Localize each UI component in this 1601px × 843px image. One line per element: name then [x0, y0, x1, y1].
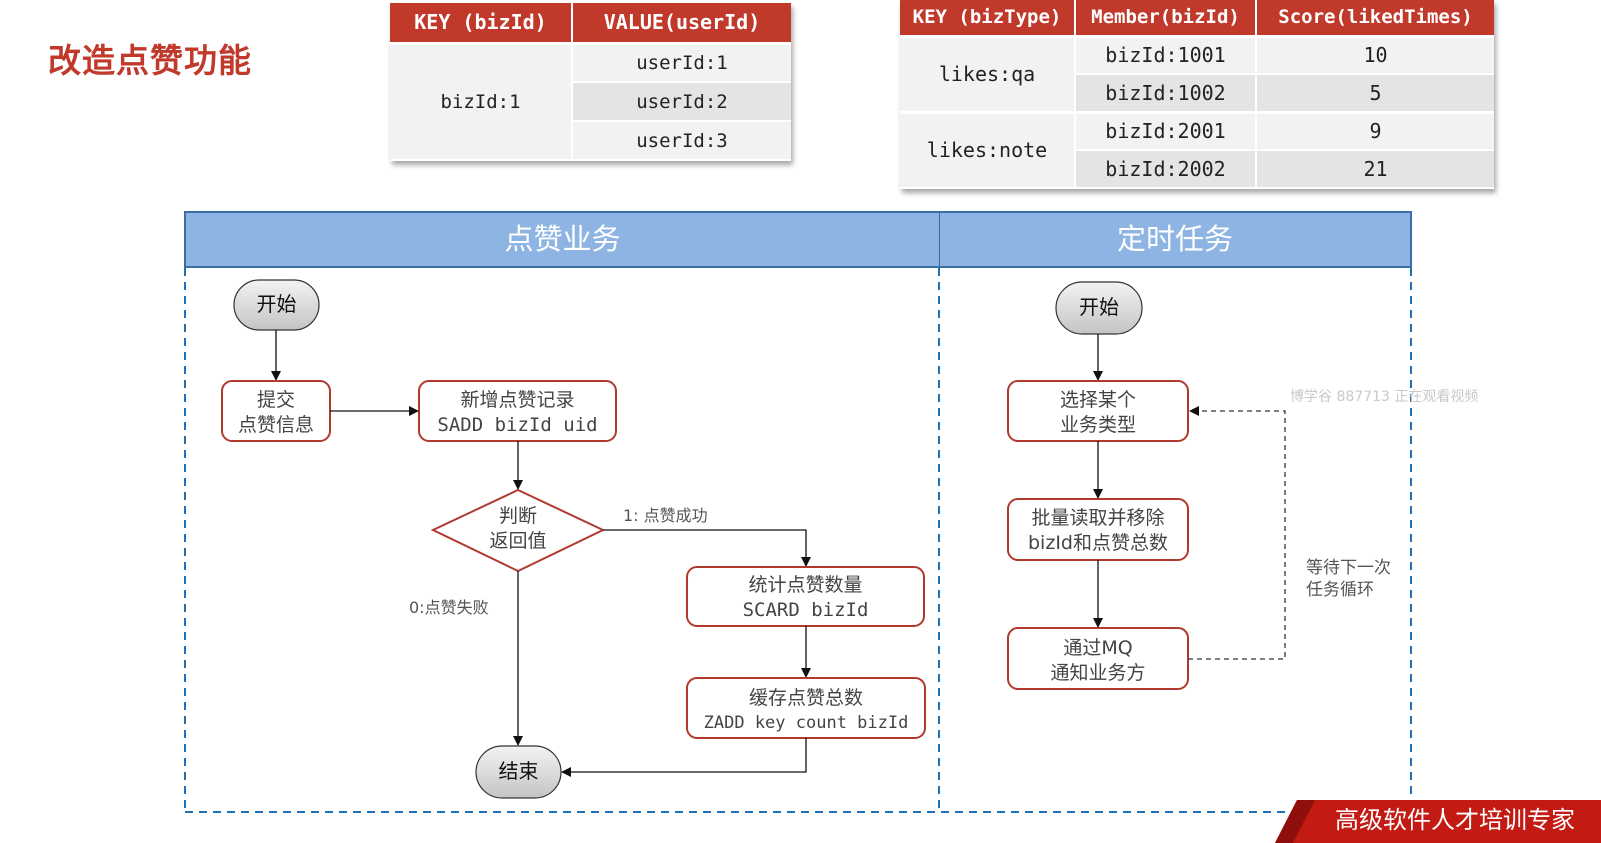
set-value-cell: userId:3: [572, 121, 791, 161]
success-edge-label: 1: 点赞成功: [623, 506, 708, 525]
footer-banner: 高级软件人才培训专家: [1275, 800, 1601, 843]
set-value-cell: userId:1: [572, 43, 791, 83]
edge-decision-success: [603, 529, 811, 567]
zset-score-cell: 5: [1256, 74, 1494, 114]
table-row: bizId:1 userId:1: [390, 43, 791, 161]
video-watermark: 博学谷 887713 正在观看视频: [1290, 389, 1479, 405]
cache-node: [686, 677, 926, 739]
submit-node: [221, 380, 331, 442]
loop-line-2: 任务循环: [1306, 580, 1374, 600]
zset-member-cell: bizId:1001: [1075, 36, 1257, 75]
lane-header-like-business: 点赞业务: [184, 211, 940, 268]
redis-zset-table: KEY (bizType) Member(bizId) Score(likedT…: [900, 0, 1494, 189]
loop-edge-label: 等待下一次 任务循环: [1306, 557, 1391, 601]
end-terminal: [475, 745, 562, 799]
zset-score-cell: 10: [1256, 36, 1494, 75]
start-terminal-left: [233, 279, 320, 331]
zset-key-cell: likes:qa: [900, 36, 1076, 114]
set-header-value: VALUE(userId): [572, 3, 791, 45]
fail-edge-label: 0:点赞失败: [409, 598, 489, 617]
table-row: userId:3: [390, 121, 791, 161]
zset-header-score: Score(likedTimes): [1256, 0, 1494, 38]
table-row: bizId:2002 21: [900, 150, 1494, 189]
notify-mq-node: [1007, 627, 1189, 690]
zset-member-cell: bizId:2001: [1075, 112, 1257, 151]
zset-score-cell: 21: [1256, 150, 1494, 189]
zset-key-cell: likes:note: [900, 112, 1076, 189]
table-row: likes:qa bizId:1001 10: [900, 36, 1494, 114]
zset-member-cell: bizId:1002: [1075, 74, 1257, 114]
table-row: bizId:1002 5: [900, 74, 1494, 114]
lane-header-scheduled-task: 定时任务: [939, 211, 1412, 268]
decision-node: [430, 488, 606, 573]
zset-score-cell: 9: [1256, 112, 1494, 151]
table-row: userId:2: [390, 82, 791, 122]
zset-header-key: KEY (bizType): [900, 0, 1076, 38]
zset-member-cell: bizId:2002: [1075, 150, 1257, 189]
zset-header-member: Member(bizId): [1075, 0, 1257, 38]
page-title: 改造点赞功能: [48, 41, 252, 80]
select-type-node: [1007, 380, 1189, 442]
set-value-cell: userId:2: [572, 82, 791, 122]
lane-borders: [184, 268, 1412, 813]
edge-loop-back: [1188, 406, 1286, 660]
table-row: likes:note bizId:2001 9: [900, 112, 1494, 189]
loop-line-1: 等待下一次: [1306, 558, 1391, 578]
redis-set-table: KEY (bizId) VALUE(userId) bizId:1 userId…: [390, 3, 791, 161]
add-record-node: [418, 380, 617, 442]
start-terminal-right: [1055, 281, 1143, 335]
batch-read-node: [1007, 498, 1189, 561]
set-header-key: KEY (bizId): [390, 3, 573, 45]
edge-cache-to-end: [561, 738, 807, 777]
count-node: [686, 566, 925, 627]
set-key-cell: bizId:1: [390, 43, 573, 161]
